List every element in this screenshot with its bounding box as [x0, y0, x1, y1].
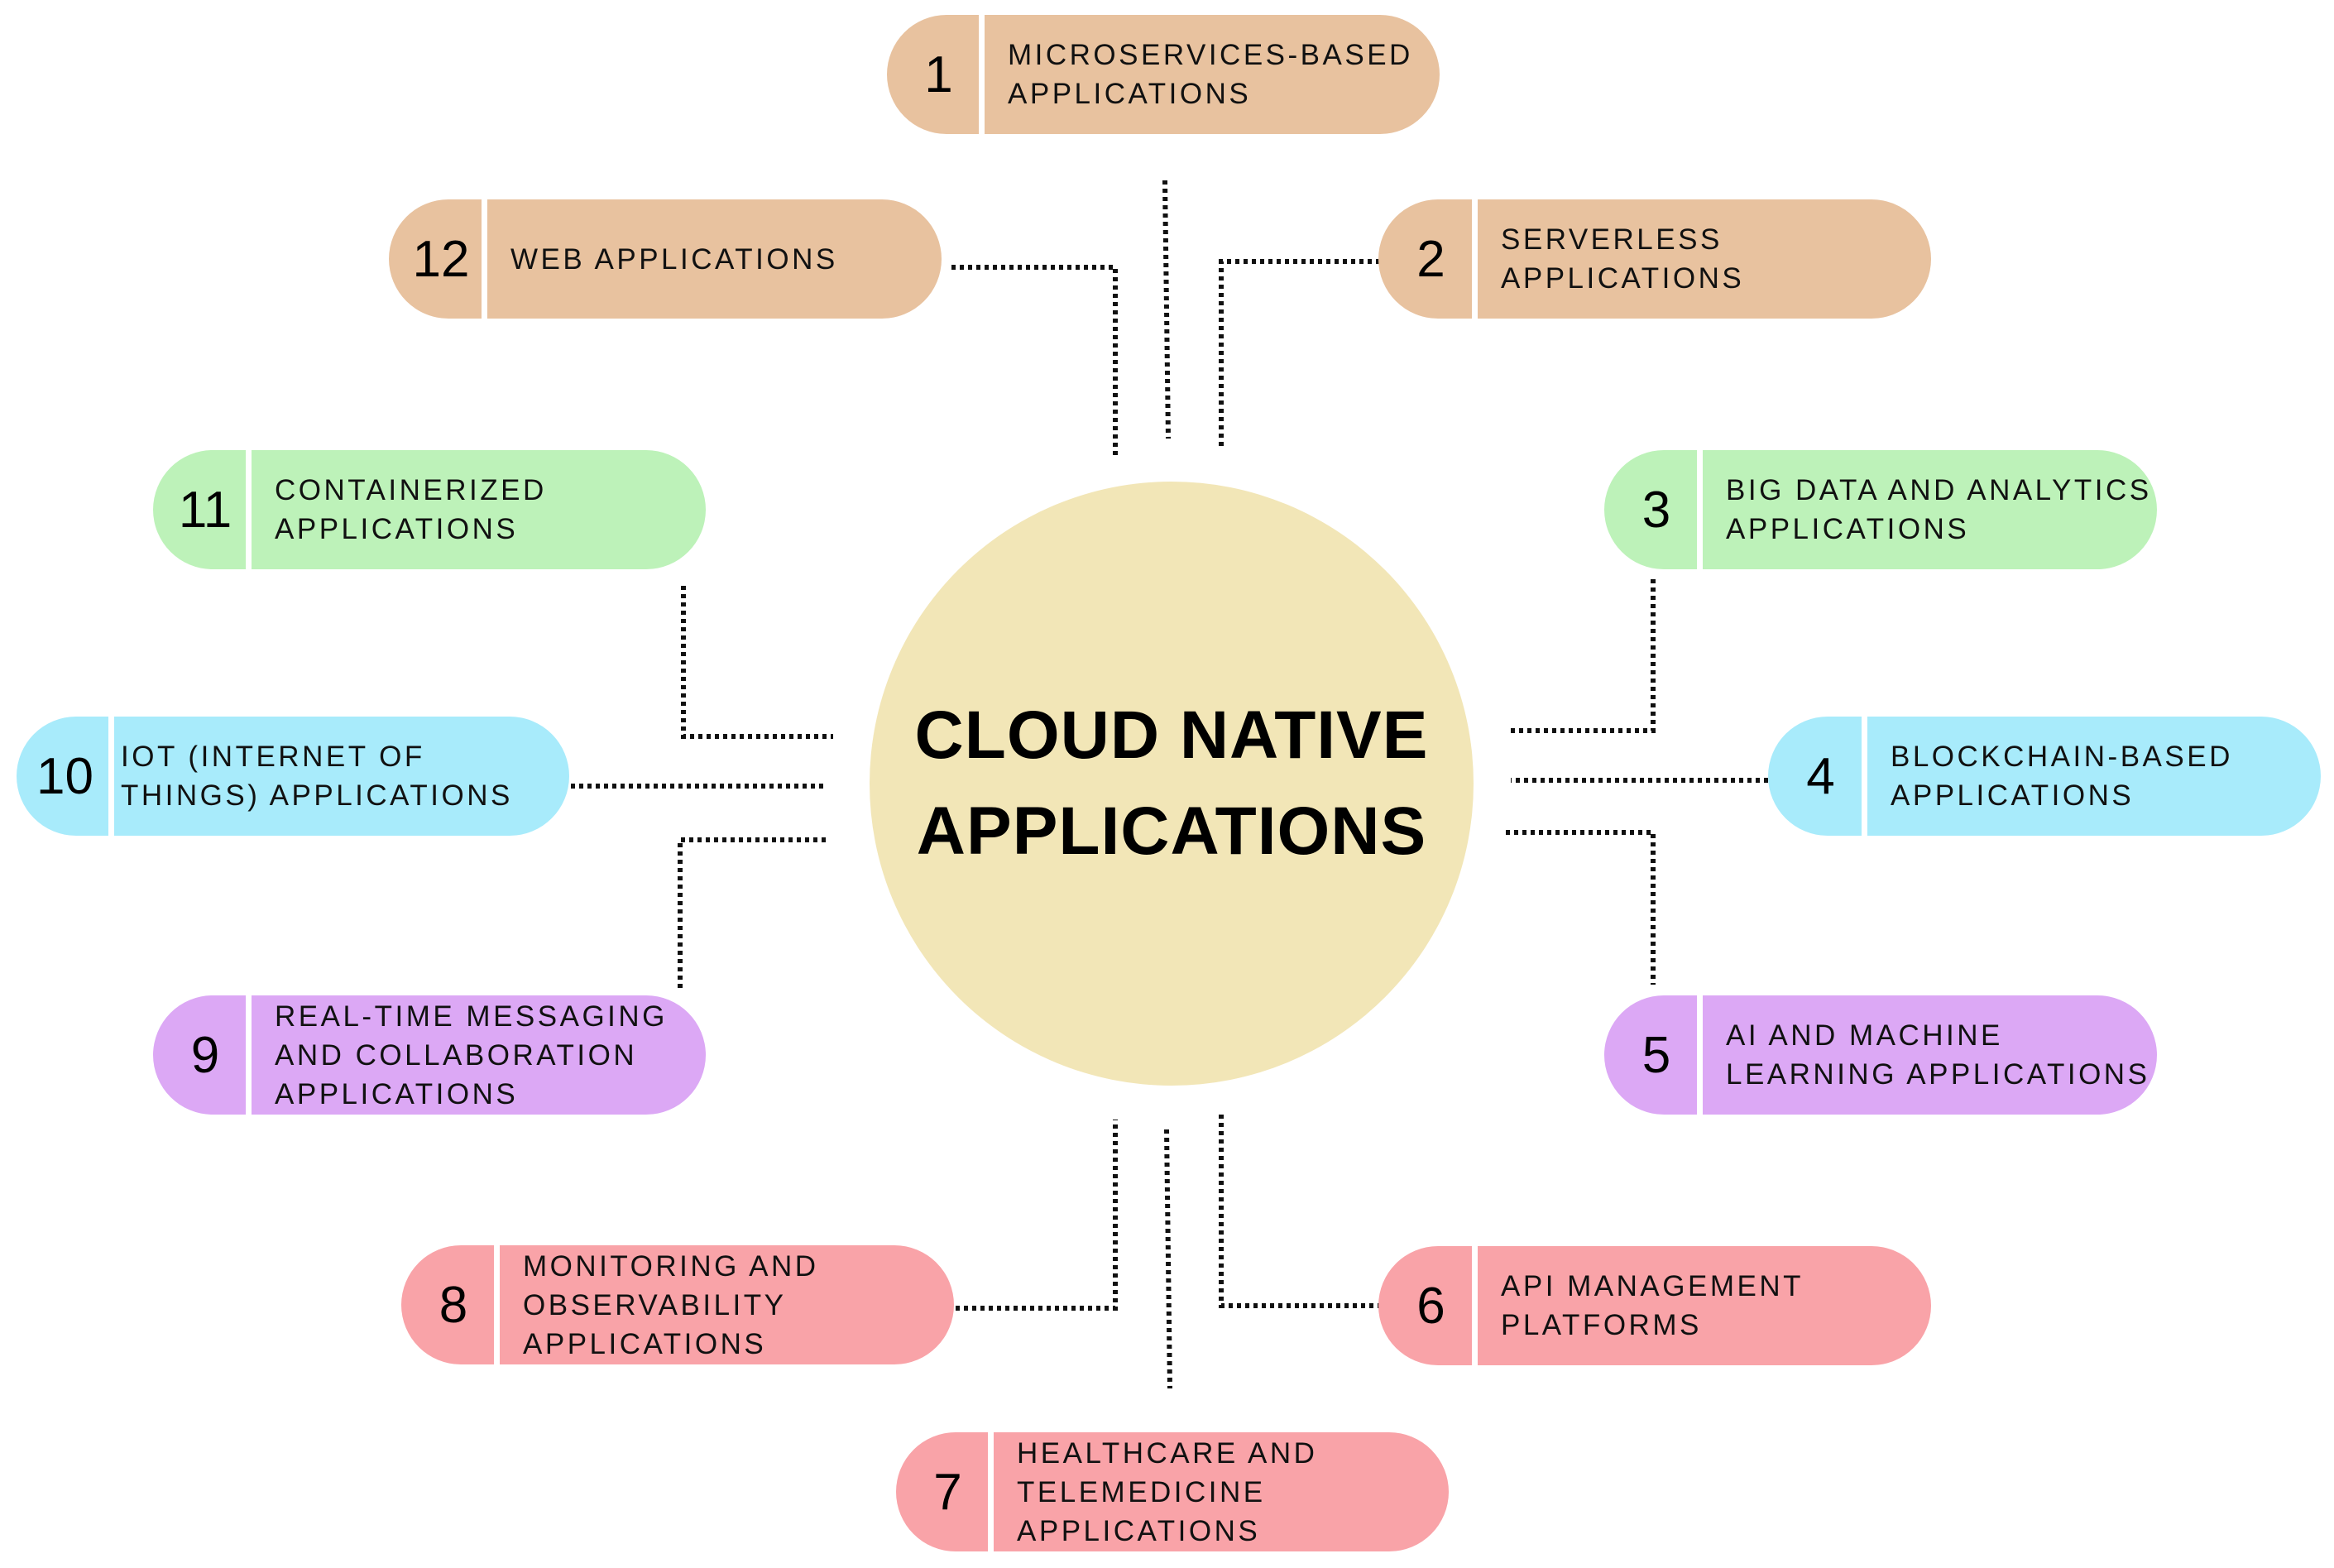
connector-10 — [678, 837, 829, 988]
item-divider — [1472, 199, 1478, 319]
item-8-monitoring: 8 MONITORING AND OBSERVABILITY APPLICATI… — [401, 1245, 954, 1364]
connector-1 — [1162, 180, 1171, 439]
item-number: 9 — [190, 1026, 220, 1084]
connector-3 — [1219, 259, 1380, 450]
item-label: API MANAGEMENT PLATFORMS — [1501, 1270, 1804, 1341]
item-11-containerized: 11 CONTAINERIZED APPLICATIONS — [153, 450, 706, 569]
item-label: MONITORING AND OBSERVABILITY APPLICATION… — [523, 1249, 819, 1360]
item-divider — [988, 1432, 994, 1551]
item-number: 12 — [412, 230, 470, 288]
item-label: WEB APPLICATIONS — [510, 242, 838, 276]
item-number: 6 — [1416, 1277, 1445, 1335]
item-4-blockchain: 4 BLOCKCHAIN-BASED APPLICATIONS — [1768, 717, 2321, 836]
connector-6 — [1506, 830, 1656, 985]
item-label: BLOCKCHAIN-BASED APPLICATIONS — [1891, 741, 2233, 812]
item-divider — [1862, 717, 1867, 836]
item-number: 4 — [1806, 747, 1835, 805]
item-divider — [1697, 995, 1703, 1115]
item-divider — [246, 995, 252, 1115]
item-number: 3 — [1641, 481, 1671, 539]
item-label: BIG DATA AND ANALYTICS APPLICATIONS — [1726, 474, 2152, 545]
item-label: HEALTHCARE AND TELEMEDICINE APPLICATIONS — [1017, 1436, 1318, 1547]
hub-title-line-2: APPLICATIONS — [916, 794, 1427, 869]
connector-2 — [951, 265, 1118, 458]
item-divider — [246, 450, 252, 569]
item-number: 7 — [933, 1463, 962, 1521]
hub-circle: CLOUD NATIVE APPLICATIONS — [870, 482, 1474, 1086]
item-number: 8 — [439, 1276, 468, 1334]
item-divider — [494, 1245, 500, 1364]
item-divider — [108, 717, 114, 836]
item-label: MICROSERVICES-BASED APPLICATIONS — [1008, 39, 1413, 110]
item-6-api-management: 6 API MANAGEMENT PLATFORMS — [1378, 1246, 1931, 1365]
item-number: 1 — [924, 46, 953, 103]
item-number: 2 — [1416, 230, 1445, 288]
connector-9 — [956, 1120, 1118, 1311]
item-number: 10 — [36, 747, 93, 805]
connector-12 — [681, 586, 833, 739]
item-2-serverless: 2 SERVERLESS APPLICATIONS — [1378, 199, 1931, 319]
connector-4 — [1507, 579, 1656, 733]
item-divider — [1697, 450, 1703, 569]
item-3-big-data: 3 BIG DATA AND ANALYTICS APPLICATIONS — [1604, 450, 2157, 569]
item-number: 11 — [178, 481, 232, 539]
item-label: AI AND MACHINE LEARNING APPLICATIONS — [1726, 1019, 2150, 1091]
item-label: IOT (INTERNET OF THINGS) APPLICATIONS — [121, 741, 513, 812]
item-divider — [482, 199, 487, 319]
item-7-healthcare: 7 HEALTHCARE AND TELEMEDICINE APPLICATIO… — [896, 1432, 1449, 1551]
connector-8 — [1164, 1129, 1172, 1389]
item-label: REAL-TIME MESSAGING AND COLLABORATION AP… — [275, 1000, 668, 1110]
item-divider — [1472, 1246, 1478, 1365]
item-12-web: 12 WEB APPLICATIONS — [389, 199, 942, 319]
item-number: 5 — [1641, 1026, 1671, 1084]
item-label: CONTAINERIZED APPLICATIONS — [275, 474, 547, 545]
item-5-ai-ml: 5 AI AND MACHINE LEARNING APPLICATIONS — [1604, 995, 2157, 1115]
item-9-messaging: 9 REAL-TIME MESSAGING AND COLLABORATION … — [153, 995, 706, 1115]
item-1-microservices: 1 MICROSERVICES-BASED APPLICATIONS — [887, 15, 1440, 134]
hub-title-line-1: CLOUD NATIVE — [914, 698, 1429, 773]
item-10-iot: 10 IOT (INTERNET OF THINGS) APPLICATIONS — [17, 717, 569, 836]
item-divider — [979, 15, 985, 134]
item-label: SERVERLESS APPLICATIONS — [1501, 223, 1745, 295]
